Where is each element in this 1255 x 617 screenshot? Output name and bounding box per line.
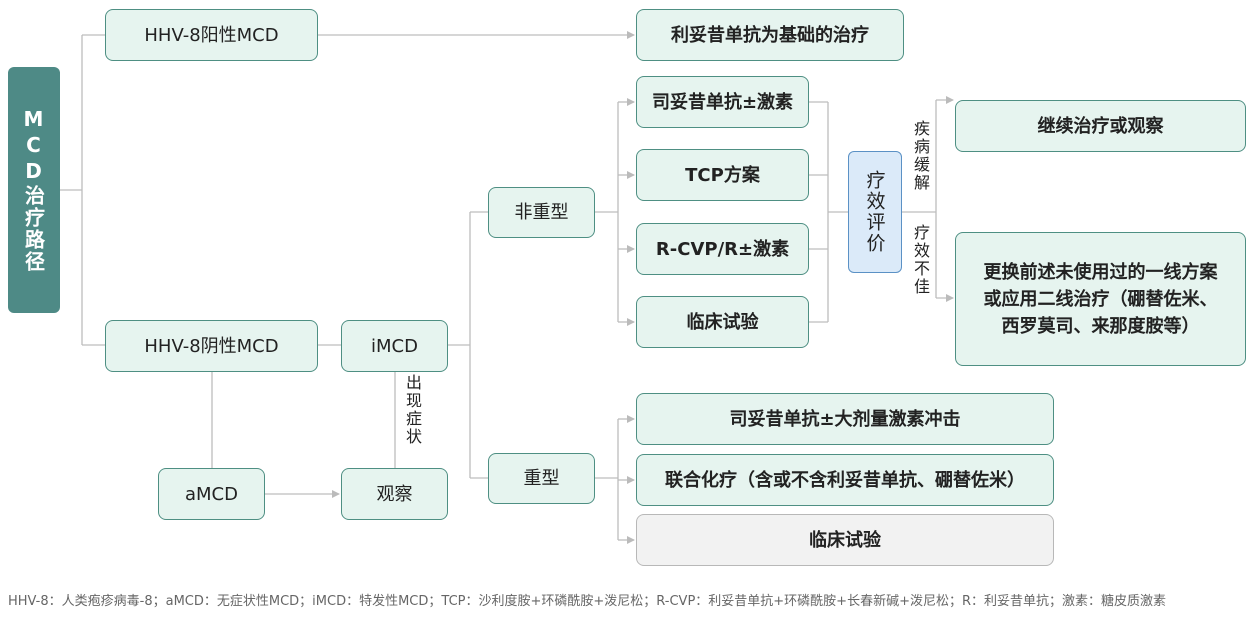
switch-therapy-node: 更换前述未使用过的一线方案 或应用二线治疗（硼替佐米、 西罗莫司、来那度胺等） [955, 232, 1246, 366]
siltuximab-steroid-node: 司妥昔单抗±激素 [636, 76, 809, 128]
clinical-trial-node-2: 临床试验 [636, 514, 1054, 566]
root-label: MCD治疗路径 [21, 107, 46, 273]
siltuximab-high-dose-node: 司妥昔单抗±大剂量激素冲击 [636, 393, 1054, 445]
combination-chemo-node: 联合化疗（含或不含利妥昔单抗、硼替佐米） [636, 454, 1054, 506]
tcp-node: TCP方案 [636, 149, 809, 201]
efficacy-evaluation-node: 疗效评价 [848, 151, 902, 273]
rcvp-node: R-CVP/R±激素 [636, 223, 809, 275]
imcd-node: iMCD [341, 320, 448, 372]
switch-therapy-line-1: 更换前述未使用过的一线方案 [983, 261, 1218, 283]
efficacy-evaluation-label: 疗效评价 [863, 170, 886, 254]
observe-node: 观察 [341, 468, 448, 520]
rituximab-based-node: 利妥昔单抗为基础的治疗 [636, 9, 904, 61]
amcd-node: aMCD [158, 468, 265, 520]
hhv8-positive-node: HHV-8阳性MCD [105, 9, 318, 61]
poor-response-label: 疗效不佳 [911, 224, 930, 296]
continue-or-observe-node: 继续治疗或观察 [955, 100, 1246, 152]
footnote: HHV-8：人类疱疹病毒-8；aMCD：无症状性MCD；iMCD：特发性MCD；… [8, 594, 1166, 609]
switch-therapy-line-3: 西罗莫司、来那度胺等） [1001, 315, 1200, 337]
symptoms-label: 出现症状 [403, 374, 422, 446]
severe-node: 重型 [488, 453, 595, 504]
root-node: MCD治疗路径 [8, 67, 60, 313]
switch-therapy-line-2: 或应用二线治疗（硼替佐米、 [983, 288, 1218, 310]
remission-label: 疾病缓解 [911, 120, 930, 192]
non-severe-node: 非重型 [488, 187, 595, 238]
clinical-trial-node-1: 临床试验 [636, 296, 809, 348]
hhv8-negative-node: HHV-8阴性MCD [105, 320, 318, 372]
